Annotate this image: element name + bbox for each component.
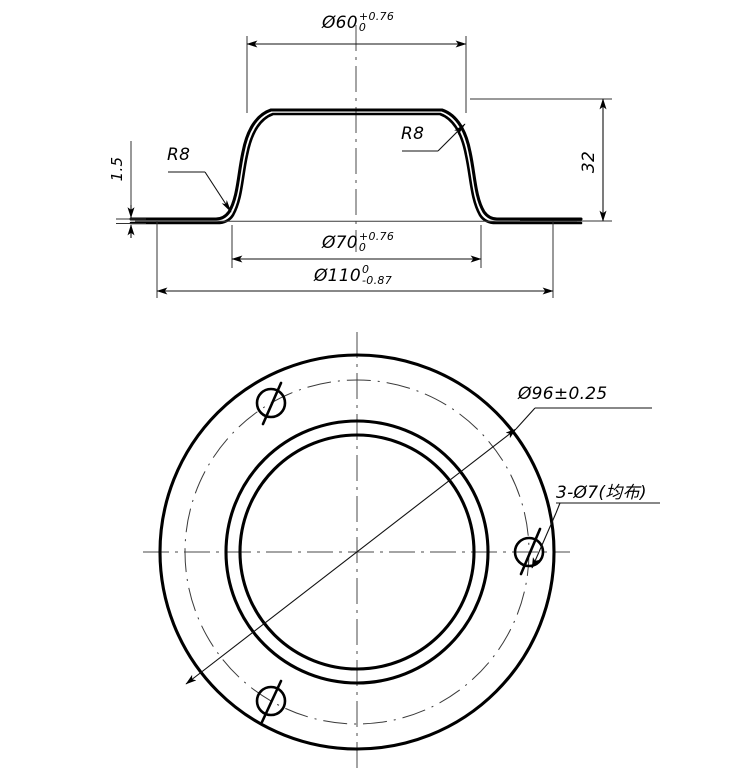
section-view-group (116, 25, 612, 298)
dim-label-hole-callout: 3-Ø7(均布) (556, 483, 647, 503)
part-inner-profile (129, 112, 583, 225)
leader-line-r8-right (437, 123, 466, 152)
dim-label-height-32: 32 (579, 150, 599, 174)
dim-label-r8-left: R8 (167, 145, 191, 165)
dim-label-thickness-15: 1.5 (108, 156, 126, 182)
dim-label-dia110-value: Ø110 (314, 266, 362, 287)
bolt-hole-upper-left-slash (261, 381, 283, 426)
dim-label-dia70-tol-upper: +0.76 (358, 230, 395, 243)
leader-line-hole-callout (531, 512, 557, 569)
dim-label-dia60-tol-upper: +0.76 (358, 10, 395, 23)
plan-view-group (143, 332, 660, 768)
bolt-hole-lower-left (255, 685, 287, 717)
dim-label-dia60-value: Ø60 (322, 13, 358, 34)
leader-kink-hole-callout (555, 502, 561, 514)
dim-label-dia96: Ø96±0.25 (518, 384, 608, 404)
bolt-hole-lower-left-slash (260, 679, 283, 724)
dim-label-r8-right: R8 (401, 124, 425, 144)
leader-line-dia96 (515, 407, 536, 430)
dim-label-dia70-value: Ø70 (322, 233, 358, 254)
leader-line-r8-left (204, 171, 232, 213)
plan-outer-circle-dia110 (158, 353, 556, 751)
dim-line-dia96-diametral (185, 428, 517, 685)
dim-label-dia60-tol-lower: 0 (358, 21, 367, 35)
dim-label-dia110-tol-lower: -0.87 (362, 274, 392, 288)
dim-label-dia70-tol-lower: 0 (358, 241, 367, 255)
bolt-hole-upper-left (255, 387, 287, 419)
dim-label-dia110-tol-upper: 0 (362, 263, 370, 276)
bolt-hole-right-slash (519, 527, 542, 576)
